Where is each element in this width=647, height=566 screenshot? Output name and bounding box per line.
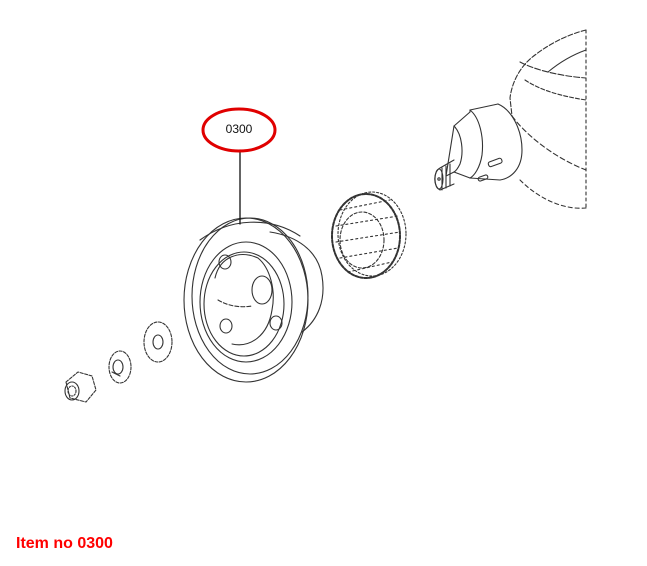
- timing-gear-illustration: [331, 191, 407, 279]
- exploded-parts-diagram: [64, 29, 587, 403]
- item-number-caption: Item no 0300: [16, 535, 113, 552]
- crankshaft-illustration: [434, 29, 587, 211]
- flat-washer-illustration: [143, 321, 173, 363]
- spring-washer-illustration: [108, 350, 132, 384]
- crankshaft-pulley-illustration: [183, 217, 324, 383]
- hex-nut-illustration: [64, 371, 97, 403]
- callout-label: 0300: [225, 122, 253, 136]
- callout-highlight-ellipse: [201, 107, 277, 153]
